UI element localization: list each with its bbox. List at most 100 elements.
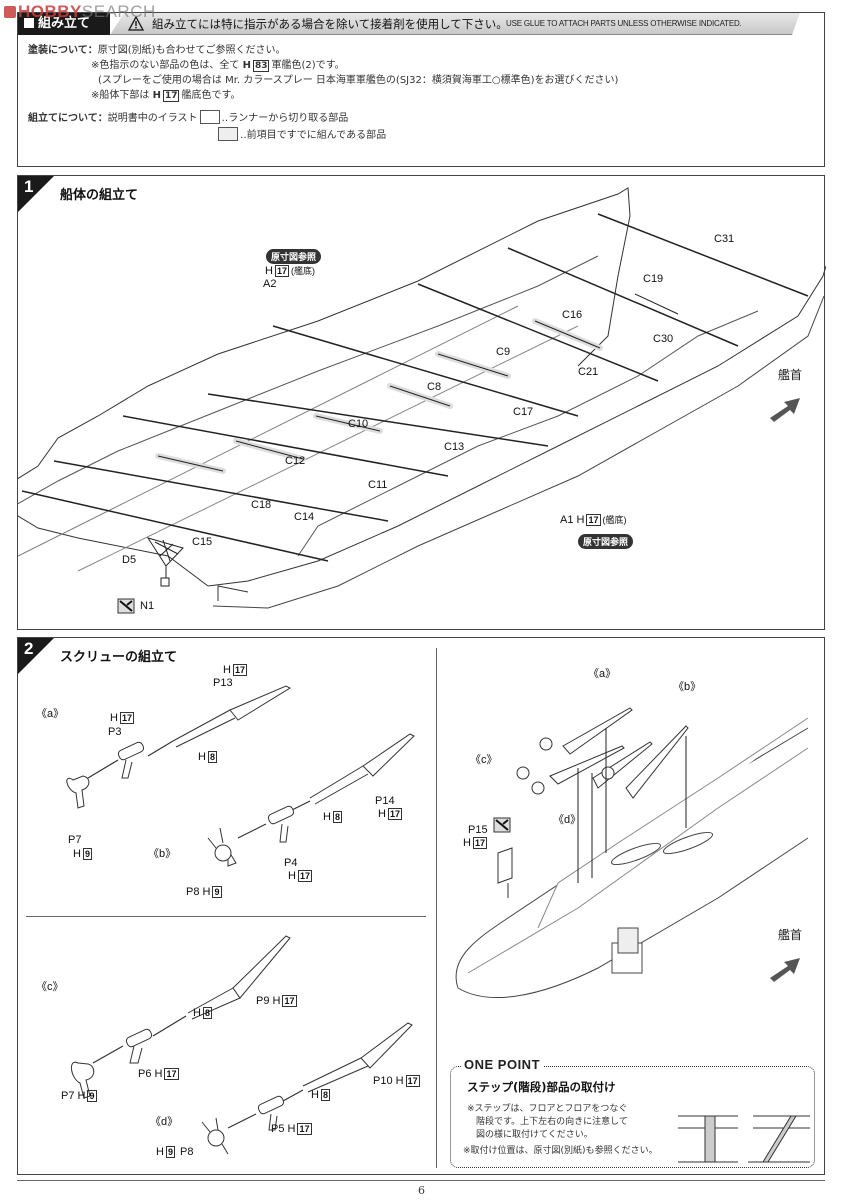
square-bullet-icon xyxy=(24,18,34,28)
one-point-subtitle: ステップ(階段)部品の取付け xyxy=(467,1080,616,1094)
part-label-c14: C14 xyxy=(294,511,315,523)
watermark: HOBBYSEARCH xyxy=(4,2,156,22)
part-label-c21: C21 xyxy=(578,366,599,378)
glue-warning-en: USE GLUE TO ATTACH PARTS UNLESS OTHERWIS… xyxy=(506,19,742,28)
part-label-c9: C9 xyxy=(496,346,511,358)
part-label-c16: C16 xyxy=(562,309,583,321)
mini-label-b: 《b》 xyxy=(673,681,702,693)
one-point-line: ※取付け位置は、原寸図(別紙)も参照ください。 xyxy=(463,1146,658,1156)
legend-box-prebuilt xyxy=(218,127,238,141)
part-label-c18: C18 xyxy=(251,499,272,511)
one-point-title: ONE POINT xyxy=(461,1057,544,1072)
glue-warning-jp: 組み立てには特に指示がある場合を除いて接着剤を使用して下さい。 xyxy=(152,17,508,31)
vertical-divider xyxy=(436,648,437,1168)
page-footer-rule xyxy=(17,1180,825,1181)
page-number: 6 xyxy=(418,1184,425,1197)
part-label-c15: C15 xyxy=(192,536,213,548)
ref-badge-left: 原寸図参照 xyxy=(266,249,322,264)
watermark-logo-icon xyxy=(4,6,16,18)
rod-c12 xyxy=(53,460,389,522)
rudder-p15 xyxy=(497,847,513,898)
one-point-line: 階段です。上下左右の向きに注意して xyxy=(467,1117,628,1127)
part-label-c31: C31 xyxy=(714,233,735,245)
shaft-assembly-b xyxy=(207,733,415,867)
rod-c8 xyxy=(207,393,549,447)
bow-direction-arrow-icon xyxy=(770,398,800,422)
part-label-c13: C13 xyxy=(444,441,465,453)
part-label-p15: P15 xyxy=(468,824,488,836)
warning-band xyxy=(110,13,800,35)
painting-note: 塗装について：原寸図(別紙)も合わせてご参照ください。 xyxy=(28,45,286,56)
assembly-label-c: 《c》 xyxy=(36,981,64,993)
legend-box-runner xyxy=(199,110,220,124)
rod-c31 xyxy=(597,213,809,297)
part-label-c8: C8 xyxy=(427,381,442,393)
no-glue-icon xyxy=(493,817,511,833)
mini-label-d: 《d》 xyxy=(553,814,582,826)
part-label-c19: C19 xyxy=(643,273,664,285)
rod-c10 xyxy=(122,415,449,477)
part-label-a2: A2 xyxy=(263,278,277,290)
bow-label: 艦首 xyxy=(778,928,803,942)
step2-screw-assembly: 2 スクリューの組立て xyxy=(17,637,825,1175)
section-tab: 組み立て xyxy=(18,13,110,35)
part-label-p7-a: P7 xyxy=(68,834,82,846)
mini-label-a: 《a》 xyxy=(588,668,617,680)
one-point-box: ONE POINT ステップ(階段)部品の取付け ※ステップは、フロアとフロアを… xyxy=(450,1057,815,1168)
assembly-label-b: 《b》 xyxy=(148,848,177,860)
shaft-assembly-d xyxy=(201,1022,413,1155)
assembly-label-a: 《a》 xyxy=(36,708,65,720)
part-label-c17: C17 xyxy=(513,406,534,418)
bow-direction-arrow-icon xyxy=(770,958,800,982)
shaft-assembly-c xyxy=(71,935,291,1099)
rod-c9 xyxy=(272,325,579,417)
step-diagrams xyxy=(678,1115,810,1163)
assembly-header: 組み立て 組み立てには特に指示がある場合を除いて接着剤を使用して下さい。 USE… xyxy=(18,13,826,35)
part-label-n1: N1 xyxy=(140,600,155,612)
part-label-c12: C12 xyxy=(285,455,306,467)
rod-c19 xyxy=(507,247,739,347)
part-label-p4: P4 xyxy=(284,857,298,869)
step-title: スクリューの組立て xyxy=(60,650,178,665)
assembly-legend-prebuilt: ‥前項目ですでに組んである部品 xyxy=(216,127,386,143)
screw-illustration xyxy=(66,685,810,1163)
hull-keel xyxy=(212,295,825,609)
hull-bottom-line xyxy=(217,585,249,601)
part-label-p14: P14 xyxy=(375,795,395,807)
hull-illustration xyxy=(18,187,826,614)
hull-right-inner xyxy=(297,310,759,557)
hull-right-wall xyxy=(207,265,826,587)
horizontal-divider xyxy=(26,916,426,917)
part-label-p13: P13 xyxy=(213,677,233,689)
warning-triangle-icon xyxy=(128,16,144,31)
ref-badge-right: 原寸図参照 xyxy=(578,534,634,549)
hull-left-wall xyxy=(18,187,631,480)
one-point-line: 図の様に取付けてください。 xyxy=(467,1130,593,1140)
no-glue-icon xyxy=(117,598,135,614)
part-label-c11: C11 xyxy=(368,479,388,491)
hull-bow-end xyxy=(18,514,209,587)
part-label-p3: P3 xyxy=(108,726,122,738)
mini-label-c: 《c》 xyxy=(470,754,498,766)
spray-note: (スプレーをご使用の場合は Mr. カラースプレー 日本海軍軍艦色の(SJ32：… xyxy=(98,75,619,86)
hull-stern-view xyxy=(455,717,809,998)
shaft-assembly-a xyxy=(66,685,292,809)
one-point-line: ※ステップは、フロアとフロアをつなぐ xyxy=(467,1104,628,1114)
